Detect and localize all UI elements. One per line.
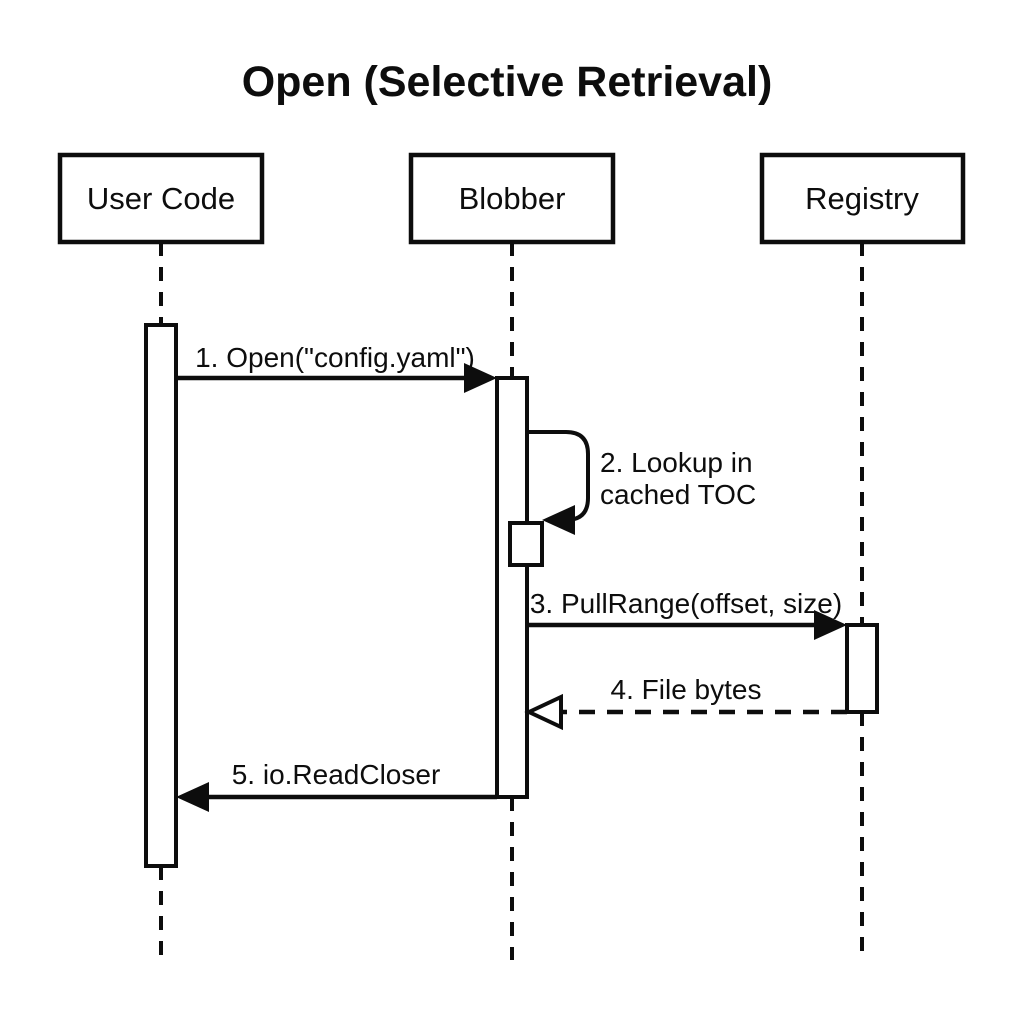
message-4-label: 4. File bytes [611,674,762,705]
activation-bar-blobber [495,376,529,799]
participant-label-registry: Registry [805,181,919,216]
message-2-label-line2: cached TOC [600,479,756,510]
message-2-self-loop-line [527,430,590,522]
activation-bar-blobber-nested [508,521,544,567]
participant-label-user-code: User Code [87,181,235,216]
activation-bar-registry [845,623,879,714]
message-1-label: 1. Open("config.yaml") [195,342,475,373]
participant-box-user-code [57,152,265,245]
participant-box-registry [759,152,966,245]
activation-bar-user-code [144,323,178,868]
message-2-arrowhead [542,505,575,535]
message-3-label: 3. PullRange(offset, size) [530,588,842,619]
message-1-arrowhead [464,363,497,393]
participant-label-blobber: Blobber [459,181,566,216]
message-5-arrowhead [176,782,209,812]
message-2-label-line1: 2. Lookup in [600,447,753,478]
message-4-arrowhead [524,693,563,731]
diagram-title: Open (Selective Retrieval) [242,58,773,106]
message-3-arrowhead [814,610,847,640]
message-5-label: 5. io.ReadCloser [232,759,441,790]
participant-box-blobber [408,152,616,245]
